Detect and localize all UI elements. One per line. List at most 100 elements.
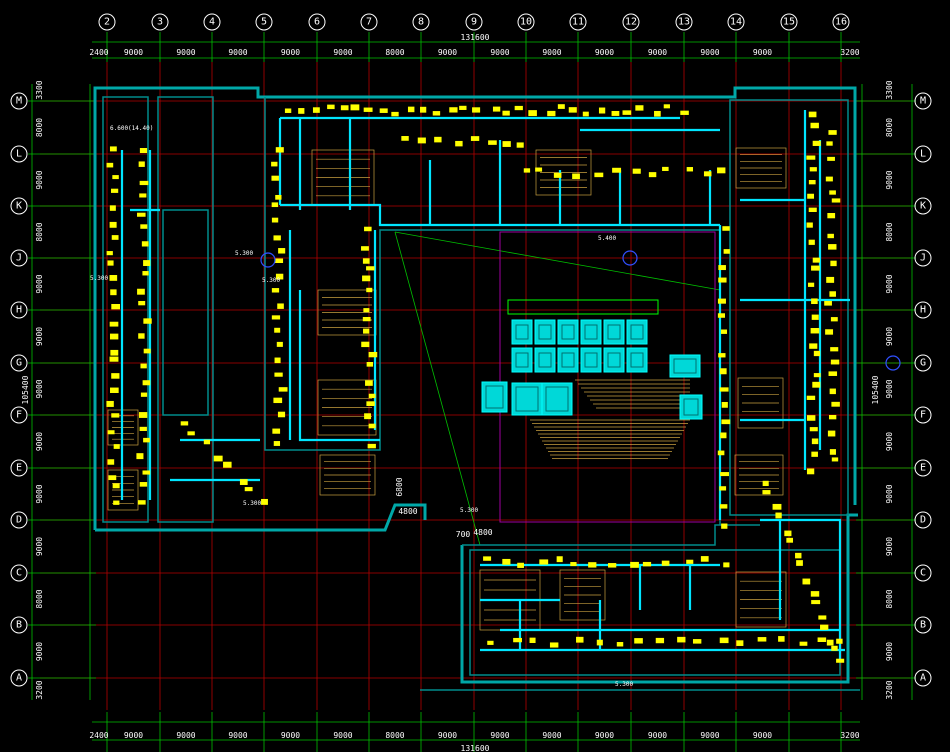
axis-bubble-label: H <box>920 305 926 316</box>
axis-bubble-circle <box>98 13 116 31</box>
axis-bubble-circle <box>10 511 28 529</box>
equipment-tag <box>455 140 463 147</box>
axis-bubble-label: B <box>16 620 22 631</box>
west-core-wall <box>102 96 149 523</box>
equipment-tag <box>655 637 665 644</box>
equipment-tag <box>362 316 371 322</box>
east-wing-wall <box>729 99 849 516</box>
dimension-right: 9000 <box>885 432 894 451</box>
equipment-tag <box>784 530 792 537</box>
equipment-tag <box>827 430 836 437</box>
dimension-left: 9000 <box>35 537 44 556</box>
equipment-tag <box>111 235 119 240</box>
axis-bubble-label: 7 <box>366 17 372 28</box>
equipment-tag <box>109 333 119 340</box>
equipment-tag <box>535 167 543 172</box>
stair-core <box>559 569 606 621</box>
axis-bubble-circle <box>10 249 28 267</box>
equipment-tag <box>203 439 211 445</box>
auditorium-air-units <box>481 299 703 420</box>
equipment-tag <box>719 504 728 509</box>
dimension-bottom: 9000 <box>438 731 457 740</box>
equipment-tag <box>812 381 821 388</box>
axis-bubble-2: 2 <box>98 13 116 31</box>
axis-bubble-9: 9 <box>465 13 483 31</box>
equipment-tag <box>244 487 253 492</box>
equipment-tag <box>720 329 728 334</box>
dimension-top: 9000 <box>542 48 561 57</box>
equipment-tag <box>143 260 151 266</box>
axis-bubble-circle <box>10 459 28 477</box>
equipment-tag <box>810 591 820 597</box>
equipment-tag <box>717 167 726 174</box>
total-width-bottom: 131600 <box>461 744 490 752</box>
axis-bubble-circle <box>914 249 932 267</box>
equipment-tag <box>807 193 815 199</box>
equipment-tag <box>806 415 816 421</box>
equipment-tag <box>723 562 730 568</box>
equipment-tag <box>718 265 726 271</box>
dimension-top: 8000 <box>385 48 404 57</box>
axis-bubble-11: 11 <box>569 13 587 31</box>
equipment-tag <box>817 637 827 643</box>
equipment-tag <box>113 500 120 505</box>
axis-bubble-circle <box>675 13 693 31</box>
equipment-tag <box>825 329 834 335</box>
dimension-left-total: 105400 <box>21 375 30 404</box>
equipment-tag <box>275 147 284 153</box>
equipment-tag <box>642 561 652 567</box>
axis-bubble-label: D <box>920 515 926 526</box>
west-hall-wall <box>157 96 214 523</box>
dimension-left: 9000 <box>35 379 44 398</box>
axis-bubble-label: J <box>920 253 926 264</box>
equipment-tag <box>180 421 189 426</box>
equipment-tag <box>806 155 816 160</box>
axis-bubble-label: K <box>16 201 22 212</box>
equipment-tag <box>517 562 524 568</box>
equipment-tag <box>549 642 559 648</box>
equipment-tag <box>110 349 119 356</box>
dimension-top: 9000 <box>176 48 195 57</box>
air-handling-unit <box>534 347 556 373</box>
axis-bubble-circle <box>914 406 932 424</box>
equipment-tag <box>829 449 836 455</box>
equipment-tag <box>277 411 286 418</box>
axis-bubble-circle <box>10 406 28 424</box>
total-width: 131600 <box>461 33 490 42</box>
equipment-tag <box>811 314 819 320</box>
equipment-tag <box>362 275 371 282</box>
equipment-tag <box>828 244 837 250</box>
dimension-top: 9000 <box>228 48 247 57</box>
axis-bubble-label: 4 <box>209 17 215 28</box>
equipment-tag <box>827 233 834 239</box>
dimension-bottom: 9000 <box>700 731 719 740</box>
equipment-tag <box>361 341 370 348</box>
equipment-tag <box>812 140 821 146</box>
equipment-tag <box>811 438 819 445</box>
equipment-tag <box>514 105 523 111</box>
equipment-tag <box>340 105 349 111</box>
reference-marker <box>622 250 638 266</box>
dimension-top: 9000 <box>124 48 143 57</box>
axis-bubble-right-H: H <box>914 301 932 319</box>
axis-bubble-circle <box>914 616 932 634</box>
supply-duct <box>280 203 720 227</box>
stair-core <box>735 147 787 189</box>
equipment-tag <box>312 107 320 113</box>
equipment-tag <box>809 427 818 432</box>
equipment-tag <box>488 140 497 145</box>
elevation-label: 5.300 <box>262 277 280 284</box>
equipment-tag <box>140 224 148 229</box>
equipment-tag <box>143 437 150 443</box>
outer-wall-north <box>93 86 857 530</box>
equipment-tag <box>239 479 248 485</box>
misc-dimension: 700 <box>456 530 471 539</box>
equipment-tag <box>826 276 835 283</box>
dimension-left: 9000 <box>35 484 44 503</box>
equipment-tag <box>365 380 373 386</box>
axis-bubble-circle <box>914 459 932 477</box>
equipment-tag <box>106 251 113 256</box>
equipment-tag <box>368 393 376 399</box>
